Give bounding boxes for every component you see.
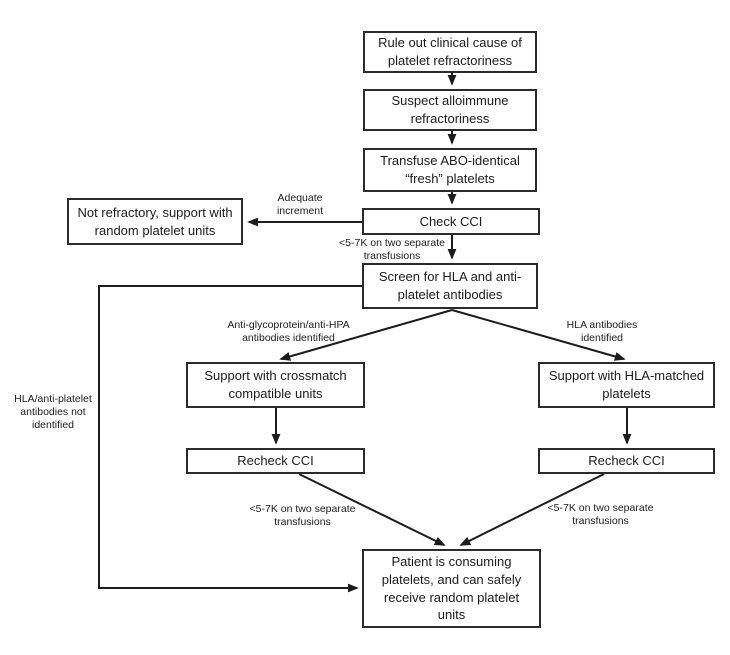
- node-suspect-alloimmune: Suspect alloimmune refractoriness: [363, 89, 537, 131]
- node-screen-antibodies: Screen for HLA and anti-platelet antibod…: [362, 263, 538, 309]
- node-patient-consuming: Patient is consuming platelets, and can …: [362, 549, 541, 628]
- edge-label-anti-gp-identified: Anti-glycoprotein/anti-HPA antibodies id…: [227, 319, 350, 345]
- node-check-cci: Check CCI: [362, 208, 540, 235]
- edge-label-hla-identified: HLA antibodies identified: [566, 319, 638, 345]
- edge-label-low-cci-left: <5-7K on two separate transfusions: [249, 503, 356, 529]
- node-recheck-cci-right: Recheck CCI: [538, 448, 715, 474]
- node-transfuse-abo: Transfuse ABO-identical “fresh” platelet…: [363, 148, 537, 192]
- node-not-refractory: Not refractory, support with random plat…: [67, 198, 243, 245]
- edge-label-hla-not-identified: HLA/anti-platelet antibodies not identif…: [14, 393, 92, 432]
- node-hla-matched-support: Support with HLA-matched platelets: [538, 362, 715, 408]
- node-crossmatch-support: Support with crossmatch compatible units: [186, 362, 365, 408]
- edge-label-adequate-increment: Adequate increment: [276, 192, 324, 218]
- edge-label-low-cci-right: <5-7K on two separate transfusions: [547, 502, 654, 528]
- node-rule-out: Rule out clinical cause of platelet refr…: [363, 31, 537, 73]
- edge-label-low-cci-top: <5-7K on two separate transfusions: [339, 237, 445, 263]
- node-recheck-cci-left: Recheck CCI: [186, 448, 365, 474]
